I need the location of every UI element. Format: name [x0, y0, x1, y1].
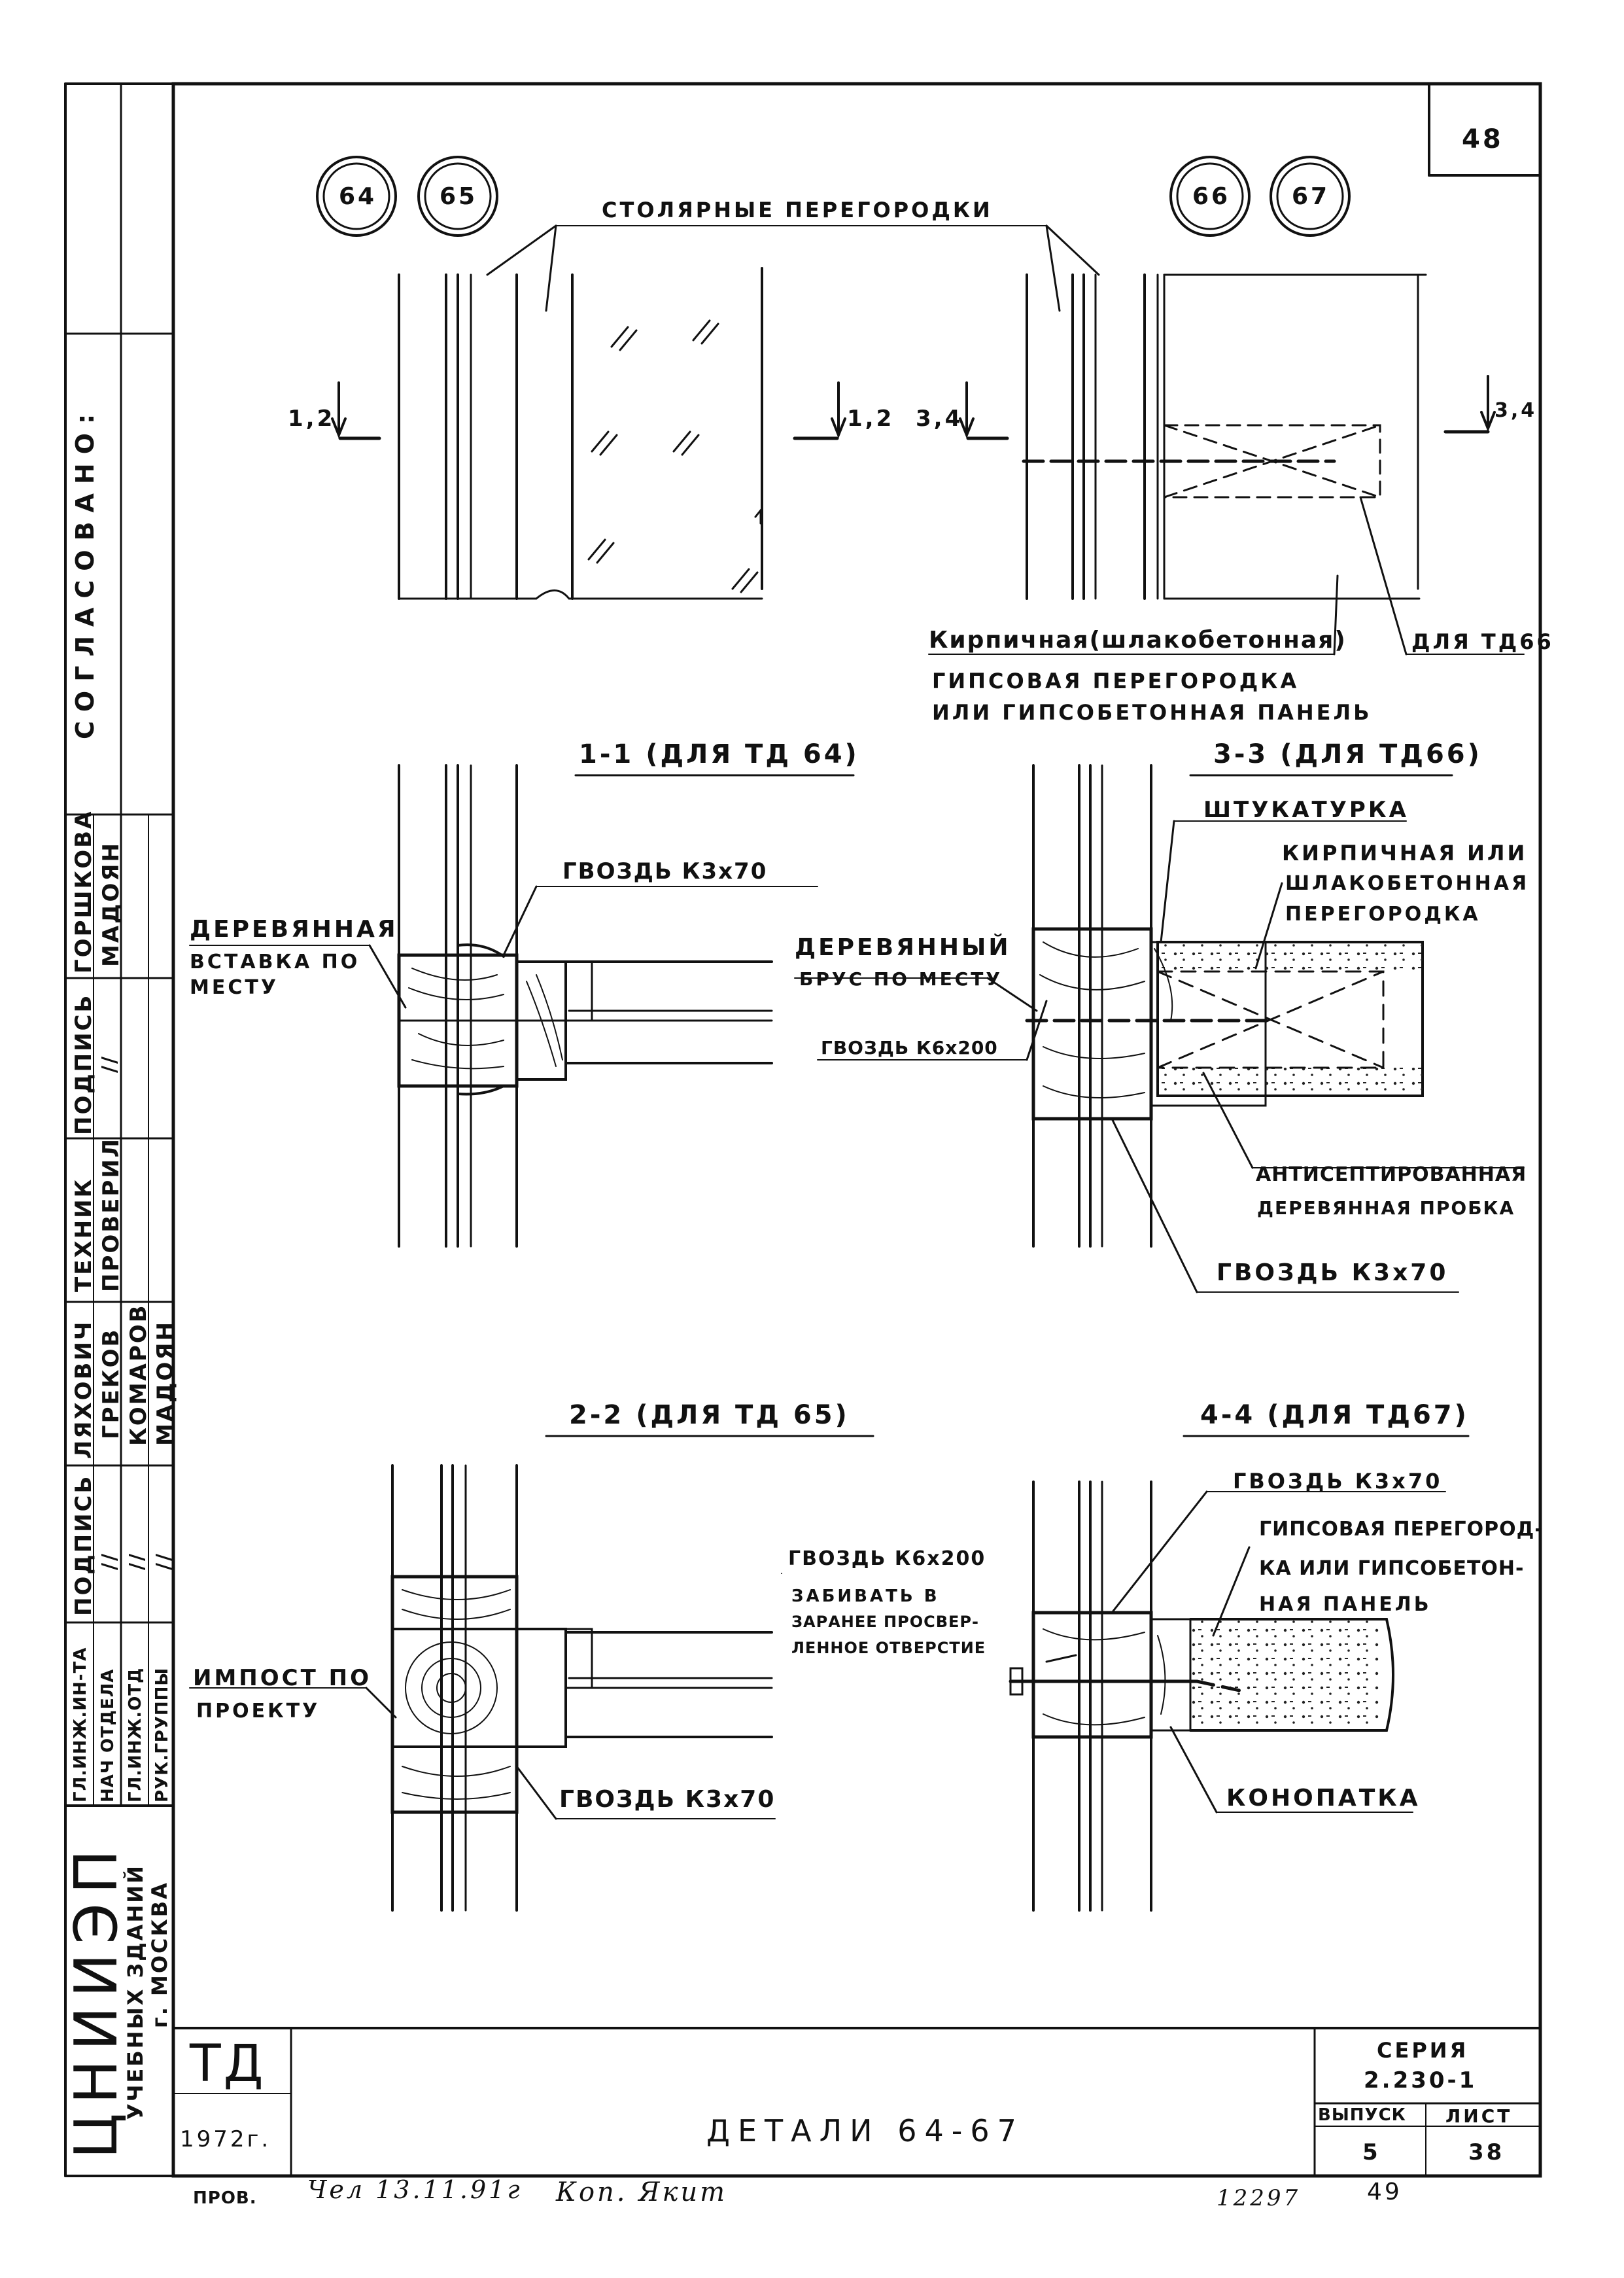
title-block-sheet-value: 38 — [1468, 2139, 1505, 2165]
detail-marker-66: 66 — [1192, 183, 1231, 210]
section-1-1-wood-insert-3: МЕСТУ — [190, 976, 279, 999]
label-for-td66: ДЛЯ ТД66 — [1411, 629, 1554, 654]
side-stamp-role-3: ГЛ.ИНЖ.ОТД — [126, 1667, 145, 1802]
side-stamp-role-2: НАЧ ОТДЕЛА — [98, 1668, 118, 1802]
footer-page-number: 49 — [1367, 2179, 1402, 2205]
side-stamp-signature-col: ПОДПИСЬ — [71, 1474, 97, 1616]
side-stamp-gorshkova: ГОРШКОВА — [71, 809, 97, 973]
label-joinery-partitions: СТОЛЯРНЫЕ ПЕРЕГОРОДКИ — [602, 198, 993, 222]
detail-marker-64: 64 — [339, 183, 377, 210]
side-stamp-org-name: УЧЕБНЫХ ЗДАНИЙ — [123, 1864, 148, 2120]
title-block-series-value: 2.230-1 — [1364, 2067, 1477, 2094]
detail-marker-67: 67 — [1292, 183, 1330, 210]
section-1-1-nail: ГВОЗДЬ К3х70 — [562, 858, 768, 885]
section-4-4-caulk: КОНОПАТКА — [1226, 1785, 1421, 1812]
label-gypsum-partition-1: ГИПСОВАЯ ПЕРЕГОРОДКА — [932, 669, 1300, 693]
sheet-number-top: 48 — [1462, 124, 1504, 154]
section-4-4-nail-k3: ГВОЗДЬ К3х70 — [1233, 1469, 1443, 1494]
side-stamp-org-city: г. МОСКВА — [147, 1881, 172, 2028]
section-4-4-nail-k6-1: ГВОЗДЬ К6х200 — [788, 1547, 986, 1570]
section-3-3-antiseptic-2: ДЕРЕВЯННАЯ ПРОБКА — [1257, 1197, 1515, 1219]
footer-checked: ПРОВ. — [193, 2188, 257, 2208]
side-stamp-checked: ПРОВЕРИЛ — [98, 1136, 124, 1292]
side-stamp-signature-2: ПОДПИСЬ — [71, 993, 97, 1135]
title-block-issue-value: 5 — [1362, 2139, 1381, 2165]
section-1-1-wood-insert-1: ДЕРЕВЯННАЯ — [190, 916, 398, 943]
cut-mark-3-4-left: 3,4 — [916, 406, 963, 432]
section-4-4-nail-k6-4: ЛЕННОЕ ОТВЕРСТИЕ — [791, 1639, 986, 1657]
title-block-code: ТД — [190, 2035, 266, 2094]
section-3-3-title: 3-3 (ДЛЯ ТД66) — [1213, 739, 1482, 769]
section-4-4-nail-k6-2: ЗАБИВАТЬ В — [791, 1586, 940, 1606]
section-2-2-title: 2-2 (ДЛЯ ТД 65) — [569, 1400, 850, 1430]
title-block-issue-label: ВЫПУСК — [1318, 2105, 1406, 2125]
side-stamp-name-grekov: ГРЕКОВ — [98, 1327, 124, 1439]
side-stamp-technician: ТЕХНИК — [71, 1177, 97, 1292]
section-3-3-brick-2: ШЛАКОБЕТОННАЯ — [1285, 872, 1530, 895]
title-block-title: ДЕТАЛИ 64-67 — [706, 2113, 1024, 2148]
footer-order-number: 12297 — [1217, 2185, 1301, 2211]
section-3-3-plaster: ШТУКАТУРКА — [1203, 797, 1409, 823]
label-brick-partition: Кирпичная(шлакобетонная) — [929, 627, 1347, 654]
section-3-3-brick-3: ПЕРЕГОРОДКА — [1285, 903, 1481, 926]
section-4-4-nail-k6-3: ЗАРАНЕЕ ПРОСВЕР- — [791, 1613, 979, 1631]
side-stamp-madoyan-2: МАДОЯН — [98, 841, 124, 967]
side-stamp-sig-mark-1: // — [98, 1552, 121, 1570]
side-stamp-role-1: ГЛ.ИНЖ.ИН-ТА — [71, 1647, 90, 1802]
section-4-4-gypsum-3: НАЯ ПАНЕЛЬ — [1259, 1593, 1432, 1616]
section-1-1-title: 1-1 (ДЛЯ ТД 64) — [579, 739, 859, 769]
title-block-sheet-label: ЛИСТ — [1445, 2105, 1513, 2127]
footer-copy: Коп. Якит — [556, 2177, 728, 2207]
cut-mark-1-2-left: 1,2 — [288, 406, 336, 432]
section-3-3-antiseptic-1: АНТИСЕПТИРОВАННАЯ — [1256, 1163, 1527, 1186]
side-stamp-sig2-mark: // — [98, 1055, 121, 1073]
section-1-1-wood-insert-2: ВСТАВКА ПО — [190, 951, 360, 973]
side-stamp-agreed: СОГЛАСОВАНО: — [71, 404, 99, 739]
section-2-2-nail: ГВОЗДЬ К3х70 — [559, 1786, 776, 1813]
side-stamp-role-4: РУК.ГРУППЫ — [152, 1667, 172, 1802]
side-stamp-org-logo: ЦНИИЭП — [62, 1840, 131, 2159]
cut-mark-1-2-right: 1,2 — [847, 406, 895, 432]
side-stamp-name-lyakhovich: ЛЯХОВИЧ — [71, 1320, 97, 1459]
side-stamp-sig-mark-3: // — [152, 1552, 175, 1570]
section-3-3-nail-k3: ГВОЗДЬ К3х70 — [1217, 1259, 1449, 1286]
section-3-3-nail-k6: ГВОЗДЬ К6х200 — [821, 1037, 998, 1059]
title-block-series-label: СЕРИЯ — [1377, 2038, 1469, 2063]
section-3-3-beam-1: ДЕРЕВЯННЫЙ — [795, 934, 1011, 961]
section-2-2-impost-2: ПРОЕКТУ — [196, 1700, 320, 1723]
section-3-3-brick-1: КИРПИЧНАЯ ИЛИ — [1282, 841, 1528, 866]
section-3-3-beam-2: БРУС ПО МЕСТУ — [799, 968, 1003, 990]
side-stamp-name-komarov: КОМАРОВ — [126, 1303, 152, 1446]
section-4-4-title: 4-4 (ДЛЯ ТД67) — [1200, 1400, 1469, 1430]
label-gypsum-partition-2: ИЛИ ГИПСОБЕТОННАЯ ПАНЕЛЬ — [932, 700, 1372, 725]
footer-hand-note: Чел 13.11.91г — [307, 2175, 523, 2204]
cut-mark-3-4-right: 3,4 — [1494, 399, 1538, 422]
side-stamp-sig-mark-2: // — [126, 1552, 148, 1570]
section-2-2-impost-1: ИМПОСТ ПО — [193, 1665, 371, 1691]
title-block-year: 1972г. — [180, 2126, 271, 2152]
side-stamp-name-madoyan: МАДОЯН — [152, 1320, 179, 1446]
detail-marker-65: 65 — [440, 183, 478, 210]
section-4-4-gypsum-2: КА ИЛИ ГИПСОБЕТОН- — [1259, 1557, 1525, 1580]
section-4-4-gypsum-1: ГИПСОВАЯ ПЕРЕГОРОД- — [1259, 1518, 1544, 1541]
